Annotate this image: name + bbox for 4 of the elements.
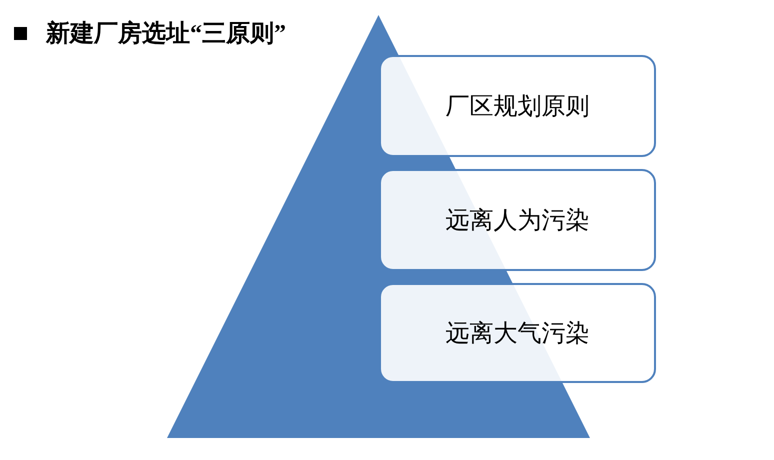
principle-box: 远离大气污染: [379, 283, 656, 383]
principle-box: 远离人为污染: [379, 169, 656, 271]
title-text: 新建厂房选址“三原则”: [46, 19, 286, 49]
principle-box: 厂区规划原则: [379, 55, 656, 157]
